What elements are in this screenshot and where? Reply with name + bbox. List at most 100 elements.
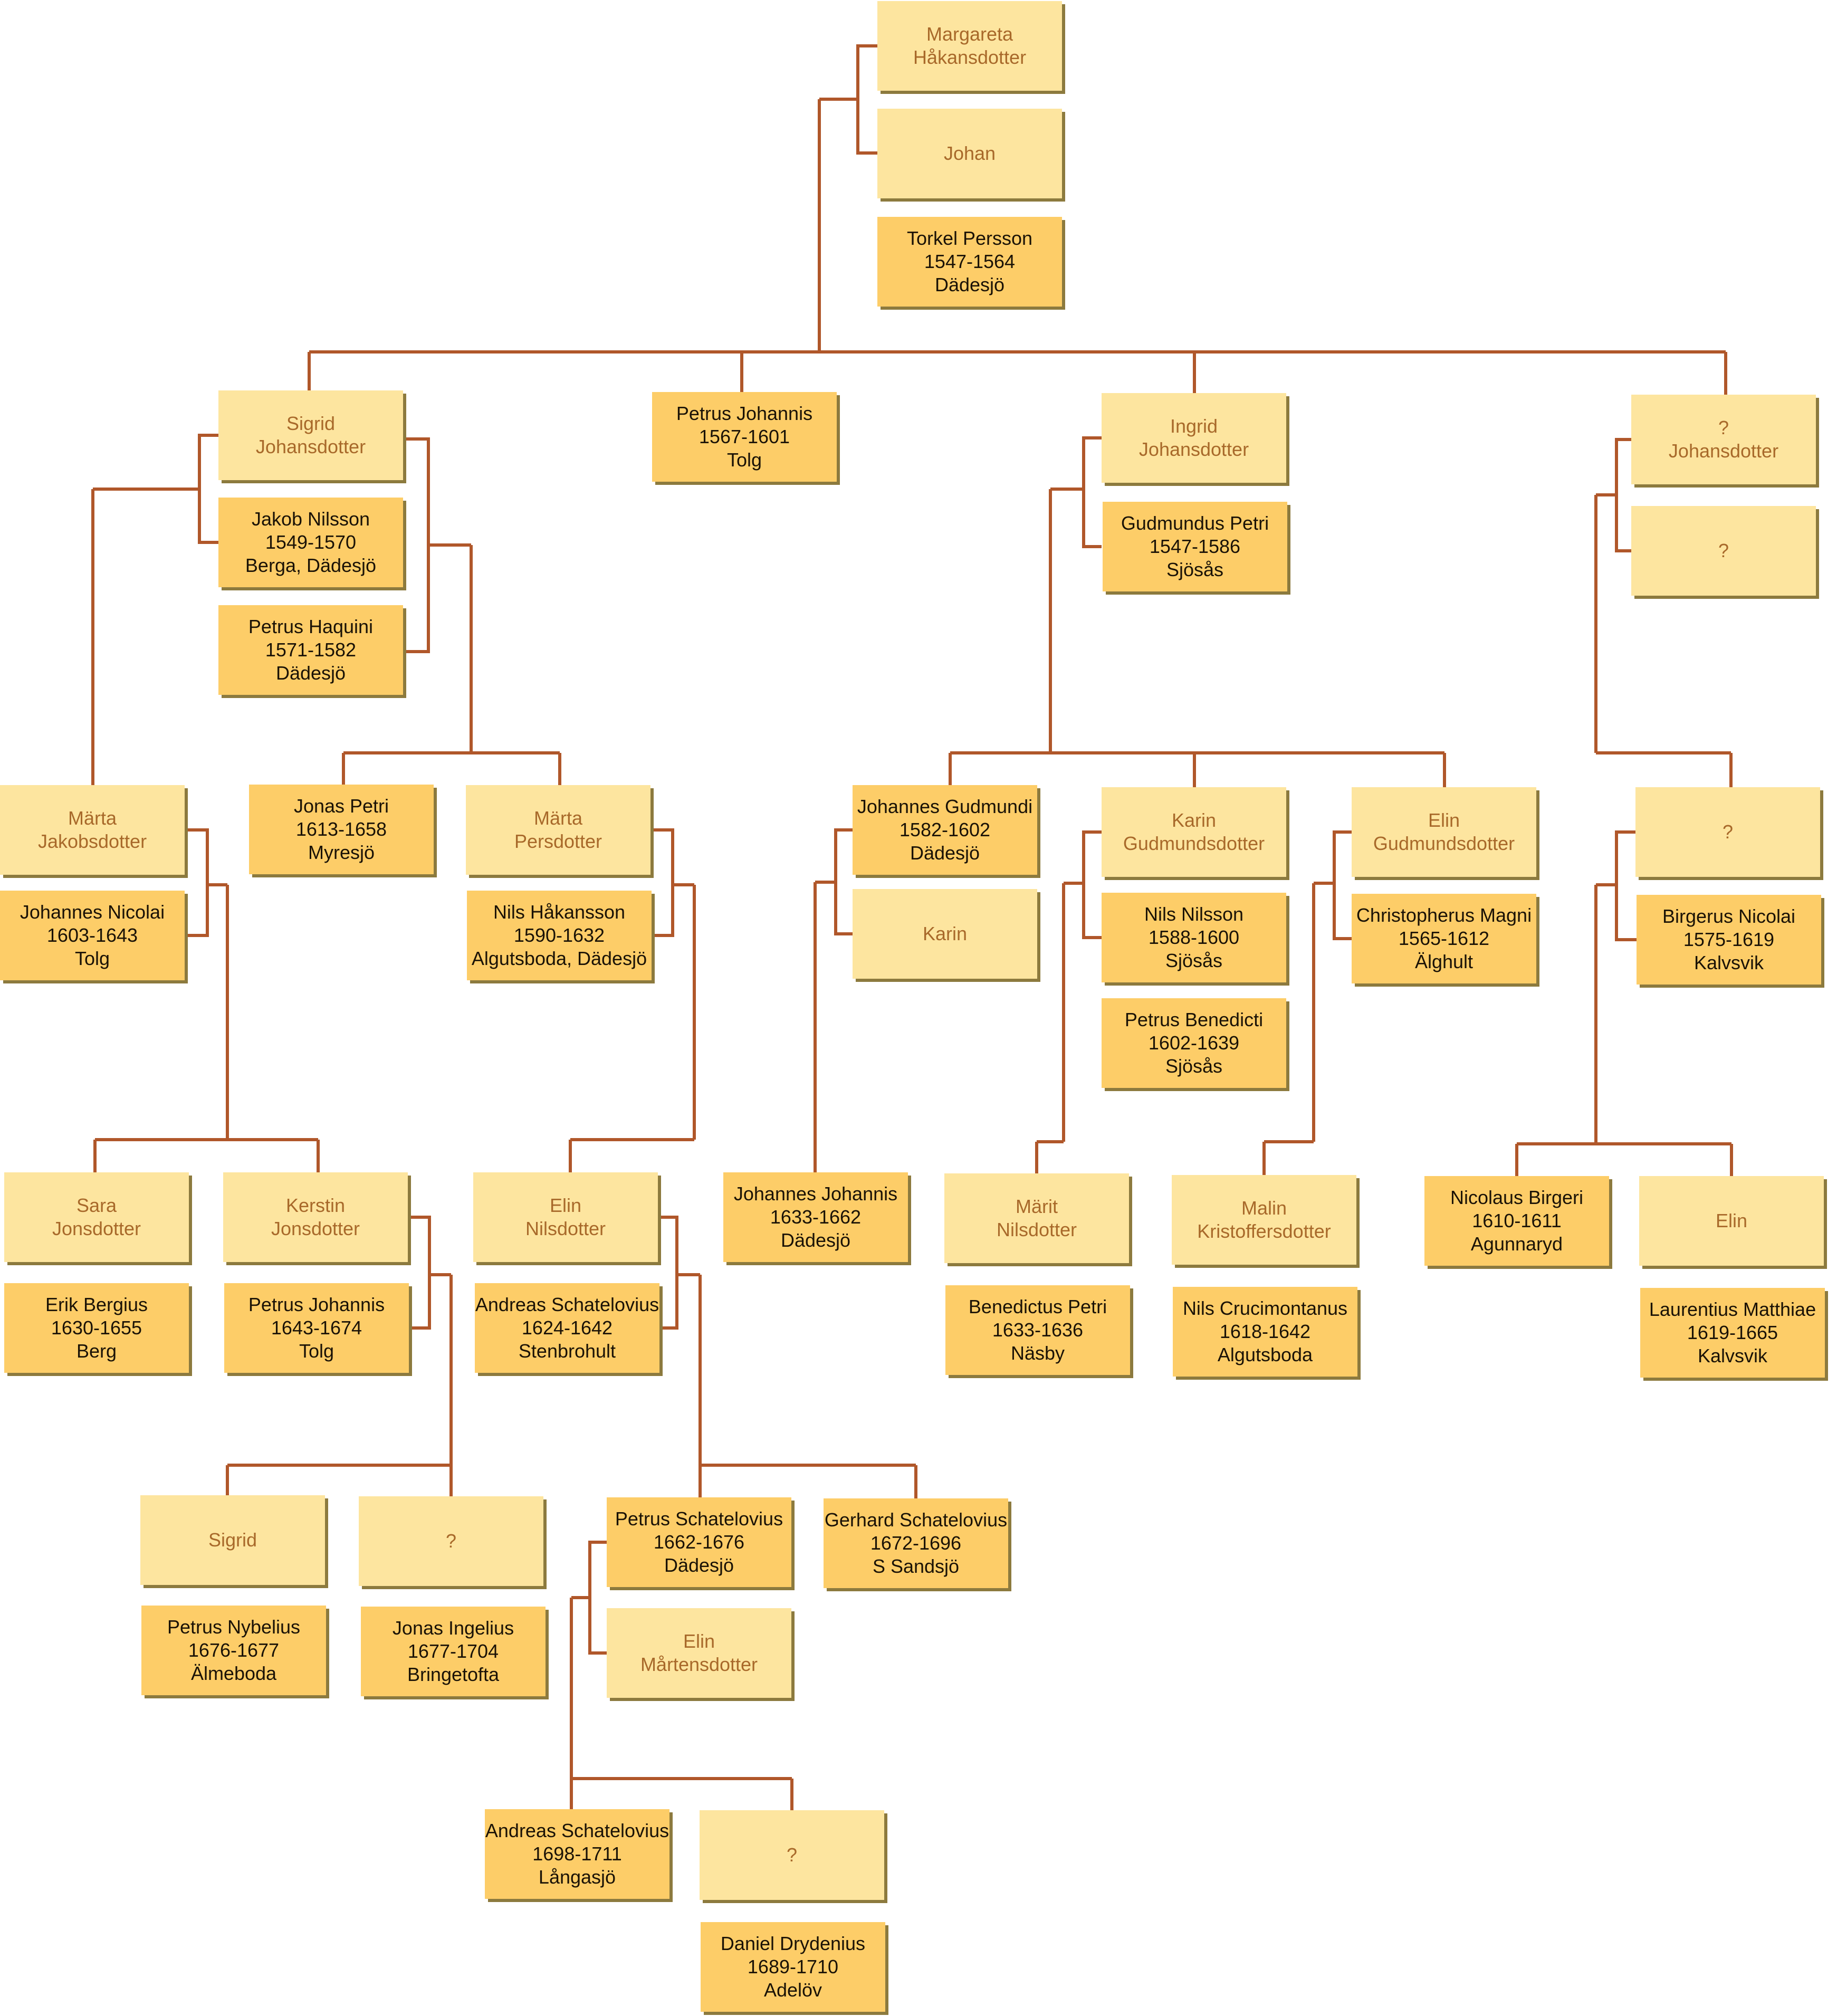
line-2: 1613-1658 xyxy=(295,818,387,840)
line-1: Elin xyxy=(549,1195,582,1216)
line-1: Petrus Johannis xyxy=(248,1294,385,1315)
person-box-johan[interactable]: Johan xyxy=(877,109,1062,198)
connector-line-25 xyxy=(1615,438,1631,552)
line-3: Dädesjö xyxy=(275,662,346,684)
line-2: 1630-1655 xyxy=(51,1317,142,1339)
line-3: Kalvsvik xyxy=(1697,1345,1768,1367)
line-1: Daniel Drydenius xyxy=(720,1933,866,1954)
line-3: Berg xyxy=(76,1340,117,1362)
person-box-q-johansdotter[interactable]: ?Johansdotter xyxy=(1631,395,1816,484)
person-box-sigrid-g5[interactable]: Sigrid xyxy=(140,1495,325,1585)
line-2: 1575-1619 xyxy=(1683,929,1775,950)
line-2: 1624-1642 xyxy=(521,1317,613,1339)
line-1: Sigrid xyxy=(208,1529,257,1551)
line-1: ? xyxy=(1722,821,1734,843)
connector-line-66 xyxy=(658,1216,678,1330)
connector-line-60 xyxy=(408,1216,431,1330)
line-1: ? xyxy=(1718,540,1729,561)
person-box-elin[interactable]: Elin xyxy=(1639,1176,1824,1266)
line-2: Jakobsdotter xyxy=(37,830,147,852)
line-2: 1689-1710 xyxy=(747,1956,839,1977)
line-1: Jakob Nilsson xyxy=(251,508,370,530)
line-2: Persdotter xyxy=(514,830,602,852)
line-1: Gudmundus Petri xyxy=(1121,512,1269,534)
line-1: Andreas Schatelovius xyxy=(475,1294,659,1315)
line-2: Johansdotter xyxy=(1668,440,1779,462)
person-box-karin[interactable]: Karin xyxy=(853,889,1037,979)
line-3: Älmeboda xyxy=(190,1663,277,1684)
person-box-q-husband[interactable]: ? xyxy=(1631,506,1816,596)
connector-line-30 xyxy=(185,828,209,937)
line-3: Adelöv xyxy=(763,1979,822,2001)
connector-line-41 xyxy=(834,828,853,935)
line-3: Berga, Dädesjö xyxy=(245,555,377,576)
line-1: Elin xyxy=(1715,1210,1748,1231)
line-3: Sjösås xyxy=(1165,950,1223,971)
line-3: S Sandsjö xyxy=(872,1555,960,1577)
line-1: Christopherus Magni xyxy=(1356,904,1532,926)
line-2: 1619-1665 xyxy=(1687,1322,1778,1343)
line-2: 1672-1696 xyxy=(870,1532,962,1554)
line-1: Elin xyxy=(683,1630,715,1652)
line-1: Birgerus Nicolai xyxy=(1662,905,1796,927)
person-box-q-g6[interactable]: ? xyxy=(700,1810,884,1900)
connector-line-44 xyxy=(1082,830,1102,939)
line-2: 1633-1636 xyxy=(992,1319,1084,1341)
line-1: Malin xyxy=(1241,1197,1287,1219)
line-2: Mårtensdotter xyxy=(640,1654,758,1675)
line-1: Jonas Ingelius xyxy=(392,1617,514,1639)
line-2: 1567-1601 xyxy=(699,426,790,447)
line-1: Petrus Johannis xyxy=(676,403,813,424)
line-1: Märit xyxy=(1016,1196,1058,1217)
line-3: Dädesjö xyxy=(910,842,980,864)
line-3: Tolg xyxy=(299,1340,334,1362)
line-2: 1643-1674 xyxy=(271,1317,362,1339)
line-2: Johansdotter xyxy=(255,436,366,457)
line-2: 1677-1704 xyxy=(407,1640,499,1662)
line-1: Margareta xyxy=(926,23,1013,45)
person-box-q-child[interactable]: ? xyxy=(1635,787,1820,877)
person-box-q-g5[interactable]: ? xyxy=(359,1496,543,1586)
